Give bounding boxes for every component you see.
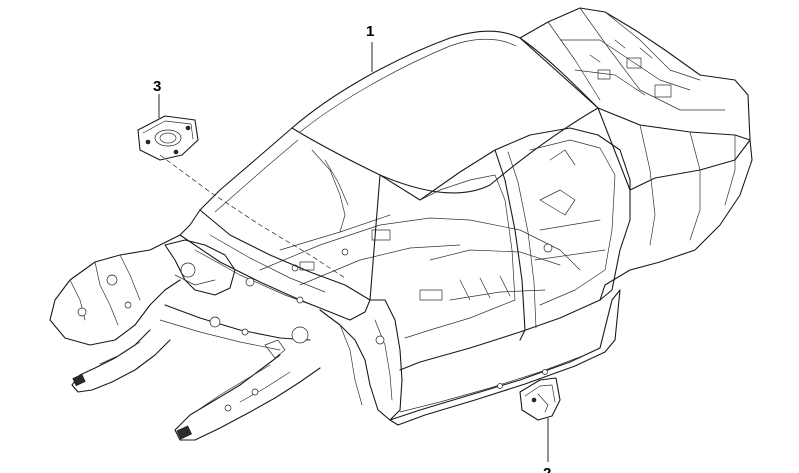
rear-quarter (597, 107, 753, 301)
side-frame-outer (379, 127, 631, 371)
callout-1: 1 (366, 23, 374, 40)
leader-dashed-3 (159, 154, 346, 279)
b-pillar (494, 149, 526, 341)
callout-2: 2 (543, 465, 551, 473)
callout-3: 3 (153, 78, 161, 95)
front-rail-right (174, 354, 321, 441)
strut-mount-plate (137, 115, 199, 161)
floor-pan (259, 217, 581, 271)
cowl (179, 209, 371, 321)
bracket-small (519, 377, 561, 421)
body-shell (49, 7, 753, 441)
front-wheelhouse-left (49, 234, 181, 346)
windshield-frame (199, 127, 381, 301)
engine-crossmember (164, 304, 311, 341)
roof-panel (291, 30, 599, 194)
front-rail-left (71, 329, 171, 393)
side-sill (389, 289, 621, 426)
rear-deck (519, 7, 751, 191)
